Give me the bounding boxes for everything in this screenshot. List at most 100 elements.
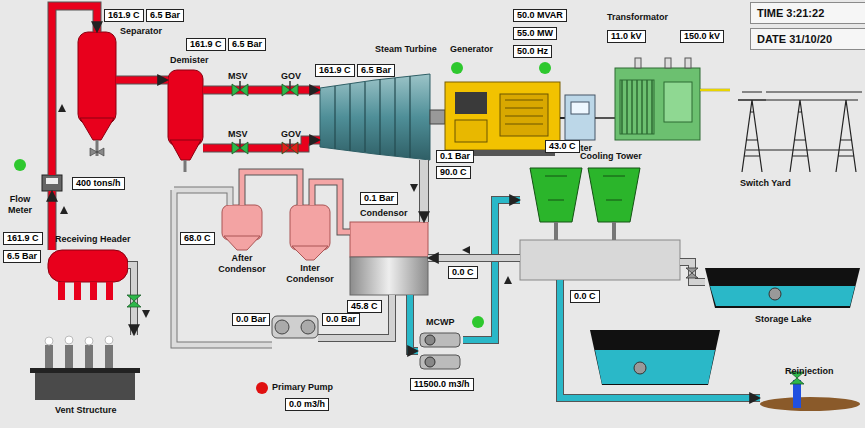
value-text: 55.0 MW xyxy=(517,28,553,38)
pipe-line xyxy=(560,280,760,398)
pipe-connector xyxy=(52,191,53,250)
pipe-connector xyxy=(116,80,168,81)
pipe-outline xyxy=(428,254,520,262)
value-text: 6.5 Bar xyxy=(232,39,262,49)
pipe-outline xyxy=(116,76,168,85)
value-box: 161.9 C xyxy=(315,64,355,77)
equipment-unit: Primary Pump xyxy=(272,310,318,345)
clock-panel: TIME 3:21:22 xyxy=(750,2,865,24)
pipe-outline xyxy=(52,6,97,175)
equipment-label: Switch Yard xyxy=(740,178,791,189)
value-box: 400 tons/h xyxy=(72,177,125,190)
pipe-connector xyxy=(680,262,705,282)
equipment-unit: Exciter xyxy=(565,95,595,140)
value-text: 161.9 C xyxy=(108,10,140,20)
pipe-connector xyxy=(312,182,350,232)
value-text: 6.5 Bar xyxy=(150,10,180,20)
value-box: 150.0 kV xyxy=(680,30,724,43)
value-text: 11.0 kV xyxy=(611,31,642,41)
pipe-line xyxy=(312,182,350,232)
equipment-label: Primary Pump xyxy=(272,382,333,393)
equipment-label: Condensor xyxy=(360,208,408,219)
value-text: 400 tons/h xyxy=(76,178,121,188)
pipe-line xyxy=(428,255,520,261)
pipe-line xyxy=(700,89,730,91)
pipe-outline xyxy=(203,86,320,95)
equipment-label: Cooling Tower xyxy=(580,151,642,162)
pipe-line xyxy=(680,262,705,282)
equipment-unit: Generator xyxy=(445,82,560,156)
value-text: 50.0 MVAR xyxy=(517,10,563,20)
pipe-connector xyxy=(242,172,300,205)
value-box: 6.5 Bar xyxy=(228,38,266,51)
value-box: 0.0 m3/h xyxy=(285,398,329,411)
equipment-unit: MCWP xyxy=(418,330,463,372)
value-box: 0.0 C xyxy=(448,266,478,279)
equipment-unit: Condensor xyxy=(350,222,428,295)
pipe-connector xyxy=(700,90,730,91)
value-box: 0.1 Bar xyxy=(436,150,474,163)
value-text: 0.1 Bar xyxy=(364,193,394,203)
equipment-label: Storage Lake xyxy=(755,314,812,325)
equipment-unit: Reinjection xyxy=(760,380,860,410)
value-box: 0.0 Bar xyxy=(322,313,360,326)
valve-label: GOV xyxy=(281,129,301,140)
value-text: 161.9 C xyxy=(7,233,39,243)
value-text: 6.5 Bar xyxy=(7,251,37,261)
clock-text: TIME 3:21:22 xyxy=(757,7,824,19)
equipment-unit: Inter Condensor xyxy=(290,205,330,260)
value-text: 0.0 C xyxy=(452,267,474,277)
equipment-label: Inter Condensor xyxy=(284,263,336,285)
equipment-unit: After Condensor xyxy=(222,205,262,250)
pipe-connector xyxy=(203,90,320,91)
value-text: 68.0 C xyxy=(184,233,211,243)
equipment-unit: Separator xyxy=(78,32,116,140)
value-box: 68.0 C xyxy=(180,232,215,245)
pipe-connector xyxy=(424,160,425,222)
pipe-outline xyxy=(312,182,350,232)
equipment-unit: Steam Turbine xyxy=(320,74,430,160)
equipment-label: Steam Turbine xyxy=(375,44,437,55)
pipe-outline xyxy=(318,295,392,338)
value-box: 11500.0 m3/h xyxy=(410,378,474,391)
equipment-unit: Transformator xyxy=(615,68,700,140)
value-text: 150.0 kV xyxy=(684,31,720,41)
pipe-line xyxy=(420,160,428,222)
value-text: 50.0 Hz xyxy=(517,46,548,56)
valve-label: MSV xyxy=(228,71,248,82)
pipe-line xyxy=(242,172,300,205)
equipment-label: MCWP xyxy=(426,317,455,328)
value-text: 161.9 C xyxy=(319,65,351,75)
pipe-outline xyxy=(680,262,705,282)
value-box: 50.0 Hz xyxy=(513,45,552,58)
pipe-line xyxy=(318,295,392,338)
equipment-label: Receiving Header xyxy=(55,234,131,245)
value-text: 90.0 C xyxy=(440,167,467,177)
value-text: 6.5 Bar xyxy=(361,65,391,75)
equipment-label: After Condensor xyxy=(216,253,268,275)
value-box: 161.9 C xyxy=(186,38,226,51)
equipment-unit: Cooling Tower xyxy=(520,165,680,280)
value-box: 6.5 Bar xyxy=(146,9,184,22)
value-box: 0.0 Bar xyxy=(232,313,270,326)
value-box: 11.0 kV xyxy=(607,30,646,43)
value-text: 161.9 C xyxy=(190,39,222,49)
pipe-outline xyxy=(242,172,300,205)
valve-label: MSV xyxy=(228,129,248,140)
equipment-unit: Flow Meter xyxy=(42,175,62,191)
pipe-connector xyxy=(52,6,97,175)
pipe-outline xyxy=(410,295,418,351)
pipe-outline xyxy=(419,160,429,222)
value-box: 0.0 C xyxy=(570,290,600,303)
value-text: 11500.0 m3/h xyxy=(414,379,470,389)
value-box: 50.0 MVAR xyxy=(513,9,567,22)
equipment-label: Demister xyxy=(170,55,209,66)
pipe-line xyxy=(52,6,97,175)
value-text: 43.0 C xyxy=(549,141,576,151)
pipe-connector xyxy=(410,295,418,351)
equipment-unit: Storage Lake xyxy=(705,268,860,308)
equipment-label: Transformator xyxy=(607,12,668,23)
pipe-line xyxy=(203,87,320,94)
